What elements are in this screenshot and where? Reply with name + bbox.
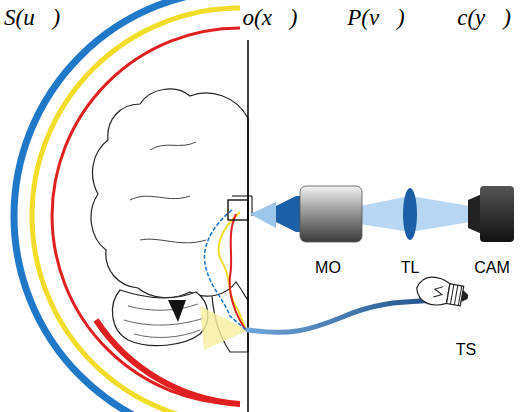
red-path xyxy=(230,214,246,330)
voxel-box xyxy=(228,200,248,220)
part-name: TL xyxy=(401,259,420,277)
blue-path xyxy=(204,210,246,330)
part-name: MO xyxy=(315,259,341,277)
camera-mount xyxy=(468,194,482,234)
cerebellum-folia xyxy=(124,304,204,337)
yellow-path xyxy=(219,212,246,330)
space-function-label: S(u⃗) xyxy=(4,5,60,30)
interface-line xyxy=(247,40,249,412)
optical-fiber xyxy=(248,300,440,332)
camera-function-label: c(y⃗) xyxy=(457,5,511,30)
front-lens xyxy=(276,196,300,232)
tube-lens-symbol xyxy=(403,188,417,240)
brain-sulci xyxy=(130,142,206,243)
illumination-cone xyxy=(200,306,248,350)
voxel-box-back xyxy=(232,196,252,216)
light-source-symbol xyxy=(414,275,470,311)
cerebellum xyxy=(112,290,207,346)
ventricle xyxy=(168,300,186,322)
pupil-function-label: P(v⃗) xyxy=(347,5,404,30)
camera-symbol xyxy=(480,186,514,242)
object-function-label: o(x⃗) xyxy=(243,5,298,30)
objective-symbol xyxy=(300,186,362,242)
part-name: TS xyxy=(456,341,476,359)
light-cone xyxy=(250,202,276,228)
part-name: CAM xyxy=(474,259,510,277)
